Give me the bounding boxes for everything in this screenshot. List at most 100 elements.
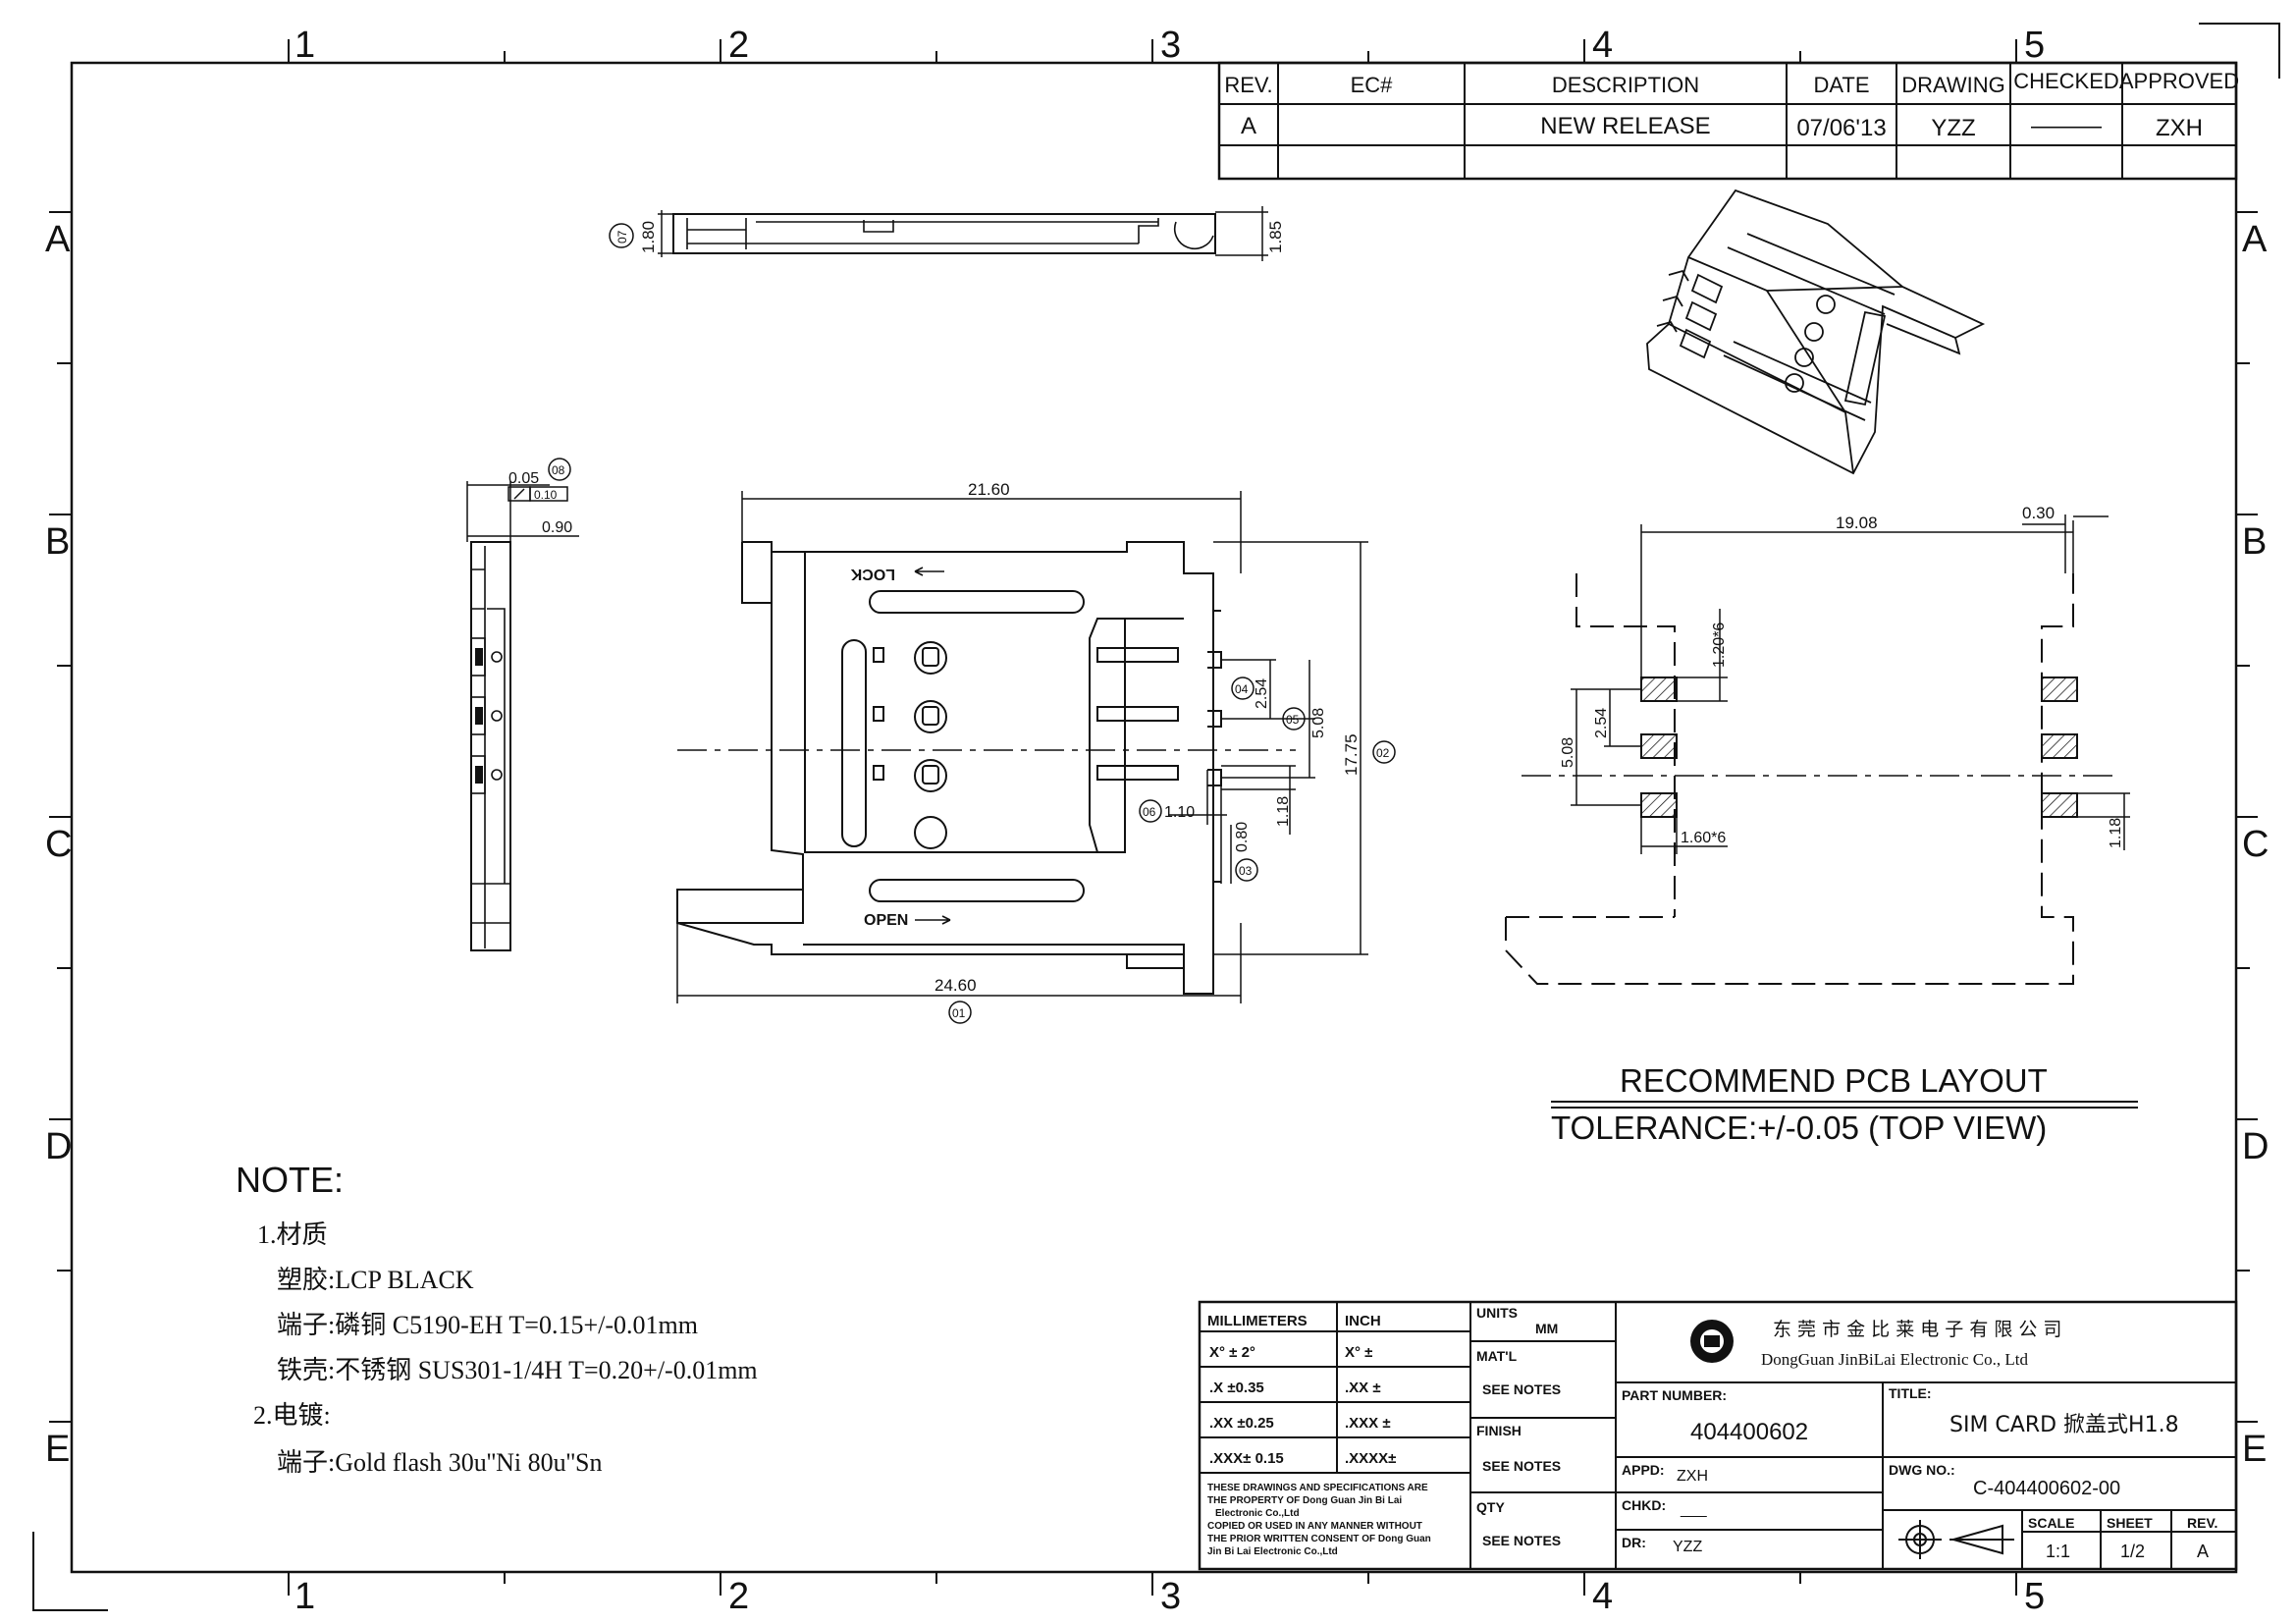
callout-02: 02 <box>1376 746 1390 760</box>
rev-value-description: NEW RELEASE <box>1540 113 1710 139</box>
dim-height-right: 17.75 <box>1342 733 1361 776</box>
inch-row-1: X° ± <box>1345 1344 1372 1361</box>
isometric-view <box>1646 189 1986 475</box>
row-label-e: E <box>45 1429 70 1470</box>
callout-01: 01 <box>952 1006 966 1020</box>
scale-label: SCALE <box>2028 1515 2074 1531</box>
callout-03-circle <box>1235 858 1258 882</box>
callout-04-circle <box>1231 677 1255 700</box>
chkd-value: ___ <box>1680 1501 1708 1518</box>
rev-header-drawing: DRAWING <box>1901 73 2005 97</box>
rev-header-date: DATE <box>1813 73 1869 97</box>
pcb-layout: 19.08 0.30 1.20*6 2.54 5.08 1.60*6 1.18 … <box>1505 504 2138 1146</box>
dim-flatness-box: 0.10 <box>534 488 558 502</box>
inch-header: INCH <box>1345 1313 1381 1329</box>
dim-side-height-1: 1.80 <box>639 221 658 253</box>
disclaimer-1: THESE DRAWINGS AND SPECIFICATIONS ARE <box>1207 1483 1428 1493</box>
row-label-c: C <box>45 824 72 865</box>
pcb-pitch: 2.54 <box>1593 708 1610 738</box>
appd-label: APPD: <box>1622 1462 1665 1478</box>
main-top-view: LOCK OPEN 21.60 24.60 01 17.75 02 <box>676 480 1396 1024</box>
dr-label: DR: <box>1622 1535 1646 1550</box>
note-line-4: 铁壳:不锈钢 SUS301-1/4H T=0.20+/-0.01mm <box>277 1356 758 1384</box>
col-label-1-bottom: 1 <box>294 1576 315 1617</box>
dim-thickness: 0.90 <box>542 519 572 536</box>
chkd-label: CHKD: <box>1622 1497 1666 1513</box>
dwg-no: C-404400602-00 <box>1973 1478 2120 1499</box>
revision-table: REV. EC# DESCRIPTION DATE DRAWING CHECKE… <box>1217 61 2239 181</box>
note-line-1: 1.材质 <box>257 1220 328 1249</box>
note-line-5: 2.电镀: <box>253 1401 331 1430</box>
units-value: MM <box>1535 1321 1558 1336</box>
qty-value: SEE NOTES <box>1482 1533 1561 1548</box>
callout-06-circle <box>1139 799 1162 823</box>
row-label-b-right: B <box>2242 521 2267 563</box>
note-line-6: 端子:Gold flash 30u''Ni 80u''Sn <box>277 1448 602 1477</box>
disclaimer-3: Electronic Co.,Ltd <box>1215 1508 1300 1519</box>
notes: NOTE: 1.材质 塑胶:LCP BLACK 端子:磷铜 C5190-EH T… <box>236 1160 758 1477</box>
callout-02-circle <box>1372 740 1396 764</box>
dim-flatness: 0.05 <box>508 470 539 487</box>
callout-06: 06 <box>1143 805 1156 819</box>
row-label-e-right: E <box>2242 1429 2267 1470</box>
disclaimer-2: THE PROPERTY OF Dong Guan Jin Bi Lai <box>1207 1495 1402 1506</box>
dr-value: YZZ <box>1673 1539 1702 1555</box>
disclaimer-5: THE PRIOR WRITTEN CONSENT OF Dong Guan <box>1207 1534 1431 1544</box>
mm-header: MILLIMETERS <box>1207 1313 1308 1329</box>
inch-row-2: .XX ± <box>1345 1380 1381 1396</box>
col-label-2-bottom: 2 <box>728 1576 749 1617</box>
matl-label: MAT'L <box>1476 1348 1518 1364</box>
title-block: MILLIMETERS INCH X° ± 2° .X ±0.35 .XX ±0… <box>1198 1300 2238 1571</box>
col-label-3: 3 <box>1160 25 1181 66</box>
appd-value: ZXH <box>1677 1468 1708 1485</box>
callout-05: 05 <box>1286 713 1300 727</box>
side-view-top: 1.80 1.85 07 <box>609 206 1285 261</box>
company-name-en: DongGuan JinBiLai Electronic Co., Ltd <box>1761 1350 2028 1369</box>
mm-row-3: .XX ±0.25 <box>1209 1415 1274 1432</box>
note-line-2: 塑胶:LCP BLACK <box>277 1266 474 1294</box>
col-label-1: 1 <box>294 25 315 66</box>
finish-value: SEE NOTES <box>1482 1458 1561 1474</box>
rev-header-checked: CHECKED <box>2013 69 2119 93</box>
rev-value-date: 07/06'13 <box>1796 115 1886 141</box>
row-label-a-right: A <box>2242 219 2268 260</box>
matl-value: SEE NOTES <box>1482 1381 1561 1397</box>
company-logo <box>1690 1320 1734 1363</box>
mm-row-4: .XXX± 0.15 <box>1209 1450 1284 1467</box>
lock-label: LOCK <box>850 566 895 582</box>
rev-header-approved: APPROVED <box>2119 69 2239 93</box>
col-label-2: 2 <box>728 25 749 66</box>
dim-width-bottom: 24.60 <box>934 976 977 995</box>
row-label-c-right: C <box>2242 824 2269 865</box>
disclaimer-4: COPIED OR USED IN ANY MANNER WITHOUT <box>1207 1521 1422 1532</box>
rev-header-description: DESCRIPTION <box>1552 73 1699 97</box>
projection-symbol-icon <box>1898 1520 2014 1559</box>
pcb-pad-width: 1.20*6 <box>1711 623 1728 668</box>
rev-value-checked: ——— <box>2031 113 2102 139</box>
rev-value: A <box>2197 1542 2209 1561</box>
finish-label: FINISH <box>1476 1423 1522 1438</box>
mm-row-2: .X ±0.35 <box>1209 1380 1264 1396</box>
row-label-a: A <box>45 219 71 260</box>
rev-value-drawing: YZZ <box>1931 115 1975 141</box>
callout-03: 03 <box>1239 864 1253 878</box>
inch-row-3: .XXX ± <box>1345 1415 1391 1432</box>
col-label-4: 4 <box>1592 25 1613 66</box>
pcb-title: RECOMMEND PCB LAYOUT <box>1620 1062 2048 1099</box>
pcb-tolerance: TOLERANCE:+/-0.05 (TOP VIEW) <box>1551 1110 2047 1146</box>
dwg-no-label: DWG NO.: <box>1889 1462 1955 1478</box>
sheet-frame: 1 2 3 4 5 1 2 3 4 5 A B C D E A B C D E <box>32 23 2280 1617</box>
pcb-offset: 0.30 <box>2022 504 2055 522</box>
pcb-span: 5.08 <box>1560 737 1576 768</box>
col-label-4-bottom: 4 <box>1592 1576 1613 1617</box>
callout-07-circle <box>609 223 634 248</box>
pcb-pad-height: 1.18 <box>2108 818 2124 848</box>
callout-04: 04 <box>1235 682 1249 696</box>
title-label: TITLE: <box>1889 1385 1932 1401</box>
inch-row-4: .XXXX± <box>1345 1450 1396 1467</box>
units-label: UNITS <box>1476 1305 1518 1321</box>
row-label-d-right: D <box>2242 1126 2269 1167</box>
mm-row-1: X° ± 2° <box>1209 1344 1255 1361</box>
dim-width-top: 21.60 <box>968 480 1010 499</box>
